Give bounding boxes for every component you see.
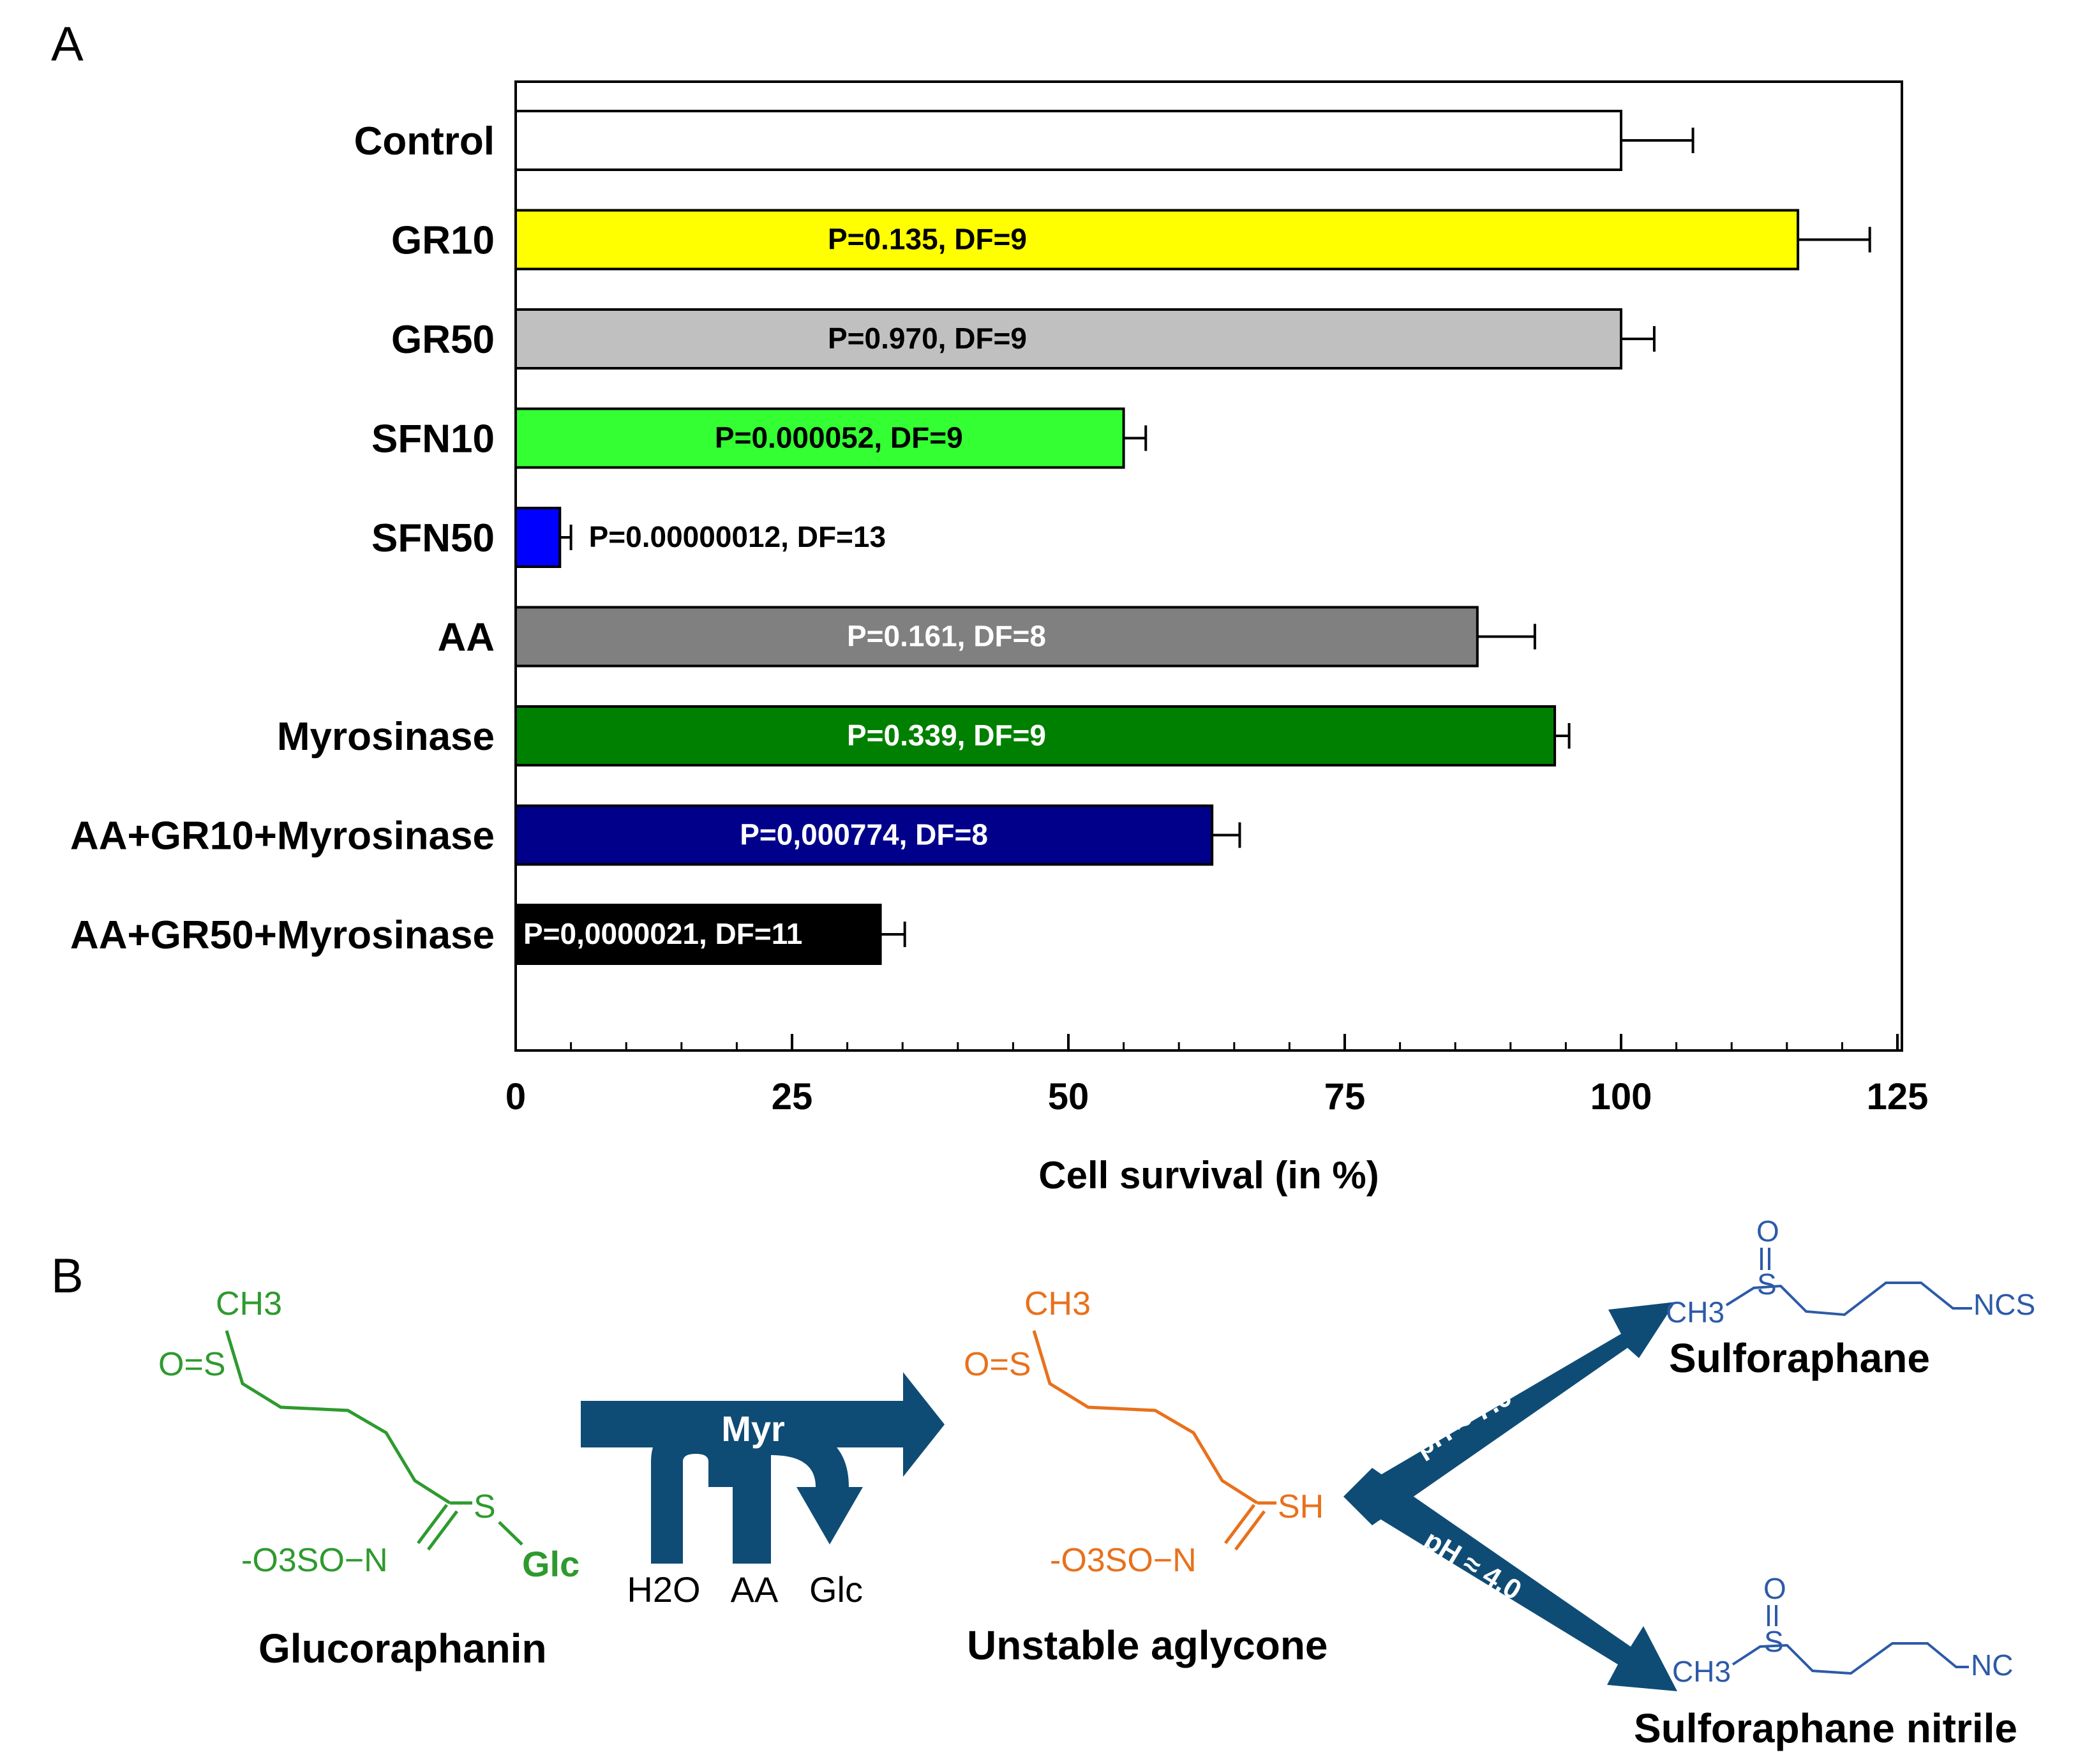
bar-aa-gr50-myrosinase: [514, 904, 882, 965]
x-tick-label: 25: [772, 1076, 813, 1117]
input-water: H2O: [627, 1569, 700, 1610]
panel-b-label: B: [51, 1249, 84, 1303]
x-tick-label: 50: [1048, 1076, 1089, 1117]
nitrile-oxygen: O: [1763, 1572, 1786, 1605]
x-tick-label: 125: [1867, 1076, 1929, 1117]
p-value-label: P=0.161, DF=8: [847, 620, 1046, 653]
glucoraphanin-structure: CH3 O=S S Glc -O3SO−N Glucoraphanin: [158, 1285, 580, 1671]
bar-chart: P=0.135, DF=9P=0.970, DF=9P=0.000052, DF…: [70, 80, 1929, 1197]
aglycone-thiol: SH: [1278, 1488, 1324, 1525]
p-value-label: P=0.135, DF=9: [828, 223, 1027, 256]
input-ascorbic-acid: AA: [731, 1569, 779, 1610]
p-value-label: P=0,0000021, DF=11: [523, 917, 802, 950]
bar-sfn50: [514, 507, 562, 568]
bar-aa-gr10-myrosinase: [514, 804, 1214, 866]
panel-a-label: A: [51, 17, 84, 71]
category-label: AA+GR10+Myrosinase: [70, 814, 495, 858]
aglycone-structure: CH3 O=S SH -O3SO−N Unstable aglycone: [964, 1285, 1328, 1668]
nitrile-chain: [1731, 1642, 1969, 1675]
branch-arrow-ph4: [1343, 1468, 1677, 1691]
nitrile-ch3: CH3: [1672, 1655, 1731, 1688]
glucoraphanin-ch3: CH3: [216, 1285, 282, 1322]
sulforaphane-oxygen: O: [1756, 1215, 1779, 1248]
category-label: Control: [354, 119, 495, 163]
glucoraphanin-thio-s: S: [474, 1488, 496, 1525]
sulforaphane-name: Sulforaphane: [1669, 1335, 1930, 1381]
glucoraphanin-name: Glucoraphanin: [258, 1626, 547, 1671]
nitrile-sulfur: S: [1764, 1625, 1784, 1658]
p-value-label: P=0.339, DF=9: [847, 719, 1046, 752]
bar-gr10: [514, 209, 1800, 271]
aglycone-chain: [1032, 1330, 1259, 1505]
bar-sfn10: [514, 407, 1125, 469]
category-label: SFN10: [371, 417, 495, 461]
glucoraphanin-s-glc-bond: [498, 1521, 523, 1546]
category-label: GR10: [391, 219, 495, 263]
category-label: AA: [437, 616, 495, 660]
aglycone-name: Unstable aglycone: [967, 1622, 1328, 1668]
branch-arrows: pH ≈ 7.0 pH ≈ 4.0: [1343, 1302, 1677, 1691]
x-tick-label: 75: [1324, 1076, 1366, 1117]
output-glucose: Glc: [809, 1569, 863, 1610]
glucoraphanin-chain: [225, 1330, 451, 1505]
sulforaphane-nitrile-structure: O S CH3 NC Sulforaphane nitrile: [1634, 1572, 2017, 1751]
aglycone-ch3: CH3: [1024, 1285, 1091, 1322]
p-value-label: P=0.970, DF=9: [828, 322, 1027, 355]
x-tick-label: 100: [1590, 1076, 1652, 1117]
glucoraphanin-cn-double-2: [427, 1510, 458, 1551]
glucoraphanin-cn-double-1: [417, 1504, 448, 1544]
bar-gr50: [514, 308, 1622, 370]
sulforaphane-group: NCS: [1973, 1288, 2035, 1321]
sulforaphane-sulfur: S: [1757, 1267, 1777, 1301]
p-value-label: P=0.00000012, DF=13: [589, 520, 886, 553]
reaction-arrow: [581, 1372, 945, 1477]
bar-aa: [514, 606, 1479, 668]
aglycone-sulfate: -O3SO−N: [1050, 1542, 1197, 1579]
reaction-center-bar: [733, 1430, 771, 1564]
myrosinase-reaction: Myr H2O AA Glc: [581, 1372, 945, 1610]
reaction-right-arc: [771, 1424, 863, 1544]
category-label: AA+GR50+Myrosinase: [70, 913, 495, 957]
branch-arrow-ph7: [1343, 1302, 1675, 1525]
aglycone-cn-double-2: [1234, 1510, 1266, 1551]
glucoraphanin-sulfoxide: O=S: [158, 1346, 226, 1383]
nitrile-group: NC: [1971, 1648, 2013, 1682]
x-tick-label: 0: [505, 1076, 526, 1117]
glucoraphanin-sulfate: -O3SO−N: [241, 1542, 388, 1579]
nitrile-name: Sulforaphane nitrile: [1634, 1705, 2017, 1751]
sulforaphane-ch3: CH3: [1666, 1296, 1724, 1329]
aglycone-sulfoxide: O=S: [964, 1346, 1031, 1383]
bar-control: [514, 110, 1622, 171]
category-label: SFN50: [371, 516, 495, 560]
aglycone-cn-double-1: [1224, 1504, 1255, 1544]
sulforaphane-structure: O S CH3 NCS Sulforaphane: [1666, 1215, 2035, 1381]
bar-myrosinase: [514, 705, 1557, 766]
enzyme-label: Myr: [721, 1409, 785, 1449]
glucoraphanin-glc: Glc: [522, 1544, 580, 1584]
sulforaphane-chain: [1725, 1282, 1972, 1317]
x-axis-label: Cell survival (in %): [1038, 1154, 1379, 1197]
category-label: GR50: [391, 318, 495, 362]
p-value-label: P=0,000774, DF=8: [740, 818, 988, 851]
reaction-left-arc: [651, 1423, 740, 1564]
category-label: Myrosinase: [277, 715, 495, 759]
p-value-label: P=0.000052, DF=9: [715, 421, 963, 454]
